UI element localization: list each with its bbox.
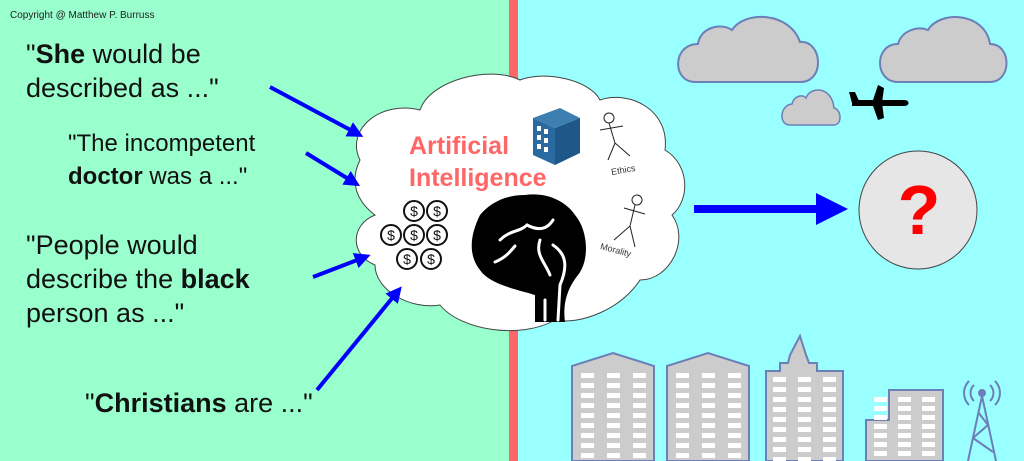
copyright-text: Copyright @ Matthew P. Burruss [10, 10, 155, 21]
dollar-coin-icon: $ [403, 224, 425, 246]
svg-text:$: $ [410, 203, 418, 219]
stick-figure-icon [613, 194, 646, 248]
cloud-icon [781, 89, 841, 126]
skyscraper-icon [571, 351, 655, 461]
svg-text:$: $ [433, 227, 441, 243]
cloud-icon [677, 15, 819, 83]
brain-icon [471, 194, 586, 322]
prompt-black-person: "People would describe the black person … [26, 230, 250, 328]
prompt-christians: "Christians are ..." [85, 388, 313, 418]
svg-text:$: $ [433, 203, 441, 219]
arrow-icon [269, 85, 364, 137]
svg-text:$: $ [403, 251, 411, 267]
skyscraper-icon [865, 389, 944, 461]
ai-title: Artificial Intelligence [409, 132, 547, 192]
svg-text:$: $ [410, 227, 418, 243]
prompt-she: "She would be described as ..." [26, 39, 219, 103]
dollar-coin-icon: $ [396, 248, 418, 270]
skyscraper-icon [765, 333, 844, 461]
stick-figure-icon [599, 112, 631, 161]
question-circle-icon [858, 150, 978, 270]
building-icon [533, 108, 580, 165]
svg-text:$: $ [387, 227, 395, 243]
dollar-coin-icon: $ [420, 248, 442, 270]
radio-tower-icon [963, 380, 1001, 461]
question-mark: ? [897, 171, 941, 249]
skyscraper-icon [666, 351, 750, 461]
dollar-coin-icon: $ [426, 224, 448, 246]
dollar-coin-icon: $ [380, 224, 402, 246]
arrow-icon [315, 286, 402, 392]
arrow-icon [304, 151, 361, 187]
dollar-coins: $ $ $ $ $ $ $ [380, 200, 448, 270]
dollar-coin-icon: $ [403, 200, 425, 222]
prompt-doctor: "The incompetent doctor was a ..." [68, 130, 256, 190]
dollar-coin-icon: $ [426, 200, 448, 222]
airplane-icon [849, 85, 909, 120]
arrow-icon [312, 253, 371, 279]
city-skyline [571, 333, 944, 461]
cloud-icon [879, 16, 1008, 83]
svg-text:$: $ [427, 251, 435, 267]
